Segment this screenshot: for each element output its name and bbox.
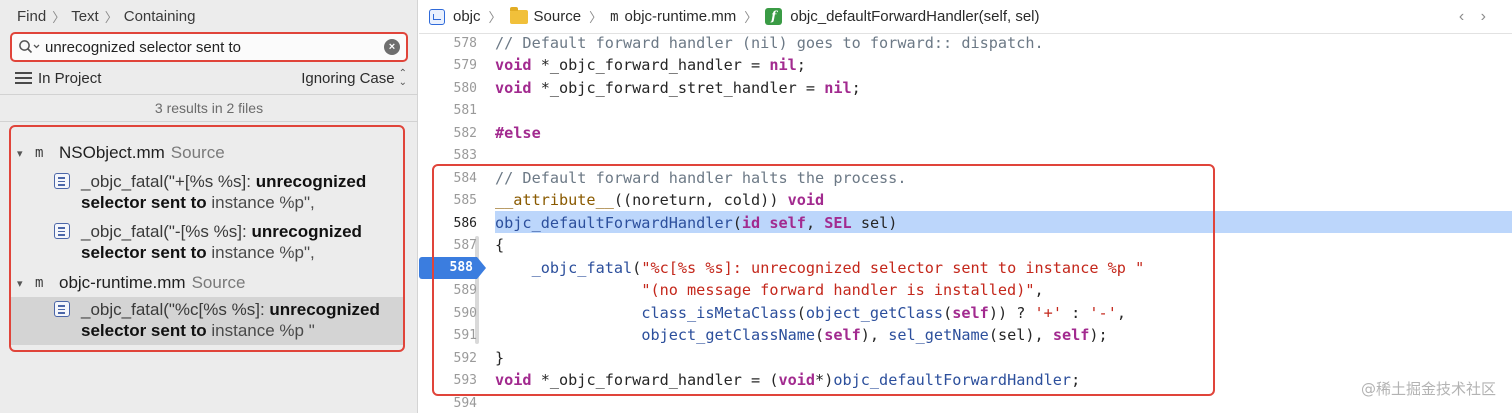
scope-in-project[interactable]: In Project (38, 69, 102, 87)
line-number: 585 (453, 193, 477, 208)
find-navigator: Find 〉 Text 〉 Containing × In Project Ig… (0, 0, 418, 413)
objc-file-icon: m (35, 145, 44, 161)
objc-file-icon: m (35, 275, 44, 291)
result-match-text: _objc_fatal("%c[%s %s]: unrecognized sel… (81, 300, 380, 340)
jumpbar-project[interactable]: objc (419, 8, 481, 25)
code-folding-ribbon[interactable] (475, 236, 479, 344)
result-file-name: NSObject.mm (59, 143, 165, 162)
result-file-row[interactable]: ▾ m objc-runtime.mm Source (17, 271, 245, 295)
text-match-icon (54, 173, 70, 189)
line-number-current: 586 (453, 216, 477, 231)
line-number: 593 (453, 373, 477, 388)
code-line[interactable]: object_getClassName(self), sel_getName(s… (641, 326, 1108, 344)
line-number: 582 (453, 126, 477, 141)
code-line[interactable]: class_isMetaClass(object_getClass(self))… (641, 304, 1126, 322)
find-search-field: × (10, 32, 408, 62)
result-file-name: objc-runtime.mm (59, 273, 186, 292)
chevron-right-icon: 〉 (104, 9, 118, 25)
case-sensitivity-label: Ignoring Case (301, 69, 395, 87)
results-summary: 3 results in 2 files (154, 100, 264, 116)
result-match-text: _objc_fatal("+[%s %s]: unrecognized sele… (81, 172, 367, 212)
objc-file-icon: m (610, 8, 619, 25)
current-line-highlight (495, 211, 1512, 233)
line-number: 581 (453, 103, 477, 118)
breadcrumb-find[interactable]: Find (17, 7, 47, 25)
code-line[interactable] (495, 101, 504, 119)
line-number: 578 (453, 36, 477, 51)
line-number: 587 (453, 238, 477, 253)
text-match-icon (54, 301, 70, 317)
line-number: 580 (453, 81, 477, 96)
divider (0, 94, 418, 95)
project-icon (429, 8, 445, 25)
breakpoint-arrow-icon (477, 257, 486, 279)
code-line[interactable]: void *_objc_forward_stret_handler = nil; (495, 79, 861, 97)
up-down-chevron-icon: ⌃⌄ (398, 68, 407, 88)
jumpbar-symbol[interactable]: f objc_defaultForwardHandler(self, sel) (765, 8, 1040, 25)
search-icon[interactable] (15, 34, 45, 60)
search-results-list: ▾ m NSObject.mm Source _objc_fatal("+[%s… (9, 125, 405, 352)
chevron-right-icon: 〉 (52, 9, 66, 25)
code-line[interactable]: // Default forward handler halts the pro… (495, 169, 907, 187)
jumpbar-file[interactable]: m objc-runtime.mm (610, 8, 737, 25)
watermark: @稀土掘金技术社区 (1360, 380, 1496, 398)
result-file-kind: Source (191, 273, 246, 292)
line-number: 594 (453, 396, 477, 411)
line-number: 583 (453, 148, 477, 163)
search-input[interactable] (45, 35, 375, 59)
result-match-row-selected[interactable]: _objc_fatal("%c[%s %s]: unrecognized sel… (11, 297, 403, 345)
code-line[interactable]: void *_objc_forward_handler = (void*)obj… (495, 371, 1081, 389)
folder-icon (509, 6, 528, 24)
code-line[interactable]: __attribute__((noreturn, cold)) void (495, 191, 825, 209)
result-match-text: _objc_fatal("-[%s %s]: unrecognized sele… (81, 222, 362, 262)
code-line[interactable]: void *_objc_forward_handler = nil; (495, 56, 806, 74)
annotation-highlight-box (432, 164, 1215, 396)
line-number: 579 (453, 58, 477, 73)
chevron-right-icon: 〉 (488, 10, 502, 25)
chevron-right-icon: 〉 (744, 10, 758, 25)
text-match-icon (54, 223, 70, 239)
find-breadcrumb: Find 〉 Text 〉 Containing (17, 6, 195, 26)
result-file-kind: Source (170, 143, 225, 162)
code-line[interactable]: } (495, 349, 505, 367)
code-line[interactable]: // Default forward handler (nil) goes to… (495, 34, 1044, 52)
clear-search-icon[interactable]: × (384, 39, 400, 55)
result-match-row[interactable]: _objc_fatal("-[%s %s]: unrecognized sele… (11, 219, 403, 267)
code-line[interactable]: #else (495, 124, 541, 142)
code-line[interactable] (495, 146, 504, 164)
disclosure-chevron-icon[interactable]: ▾ (17, 147, 23, 160)
code-line[interactable]: { (495, 236, 505, 254)
line-number: 584 (453, 171, 477, 186)
disclosure-chevron-icon[interactable]: ▾ (17, 277, 23, 290)
breadcrumb-text[interactable]: Text (71, 7, 99, 25)
function-icon: f (765, 8, 783, 25)
result-match-row[interactable]: _objc_fatal("+[%s %s]: unrecognized sele… (11, 169, 403, 217)
case-sensitivity-popup[interactable]: Ignoring Case ⌃⌄ (301, 68, 407, 88)
jump-bar: objc 〉 Source 〉 m objc-runtime.mm 〉 f ob… (419, 0, 1512, 34)
chevron-right-icon: 〉 (589, 10, 603, 25)
result-file-row[interactable]: ▾ m NSObject.mm Source (17, 141, 225, 165)
source-editor: objc 〉 Source 〉 m objc-runtime.mm 〉 f ob… (419, 0, 1512, 413)
jumpbar-folder[interactable]: Source (509, 6, 581, 25)
line-number: 589 (453, 283, 477, 298)
back-forward-icon[interactable]: ‹ › (1458, 8, 1492, 25)
scope-icon (15, 72, 32, 84)
line-number: 591 (453, 328, 477, 343)
divider (0, 121, 418, 122)
line-number: 592 (453, 351, 477, 366)
line-number: 590 (453, 306, 477, 321)
code-line[interactable]: _objc_fatal("%c[%s %s]: unrecognized sel… (531, 259, 1145, 277)
find-scope-row: In Project Ignoring Case ⌃⌄ (15, 68, 407, 88)
code-line[interactable]: "(no message forward handler is installe… (641, 281, 1044, 299)
code-line-current[interactable]: objc_defaultForwardHandler(id self, SEL … (495, 214, 898, 232)
breadcrumb-containing[interactable]: Containing (123, 7, 196, 25)
